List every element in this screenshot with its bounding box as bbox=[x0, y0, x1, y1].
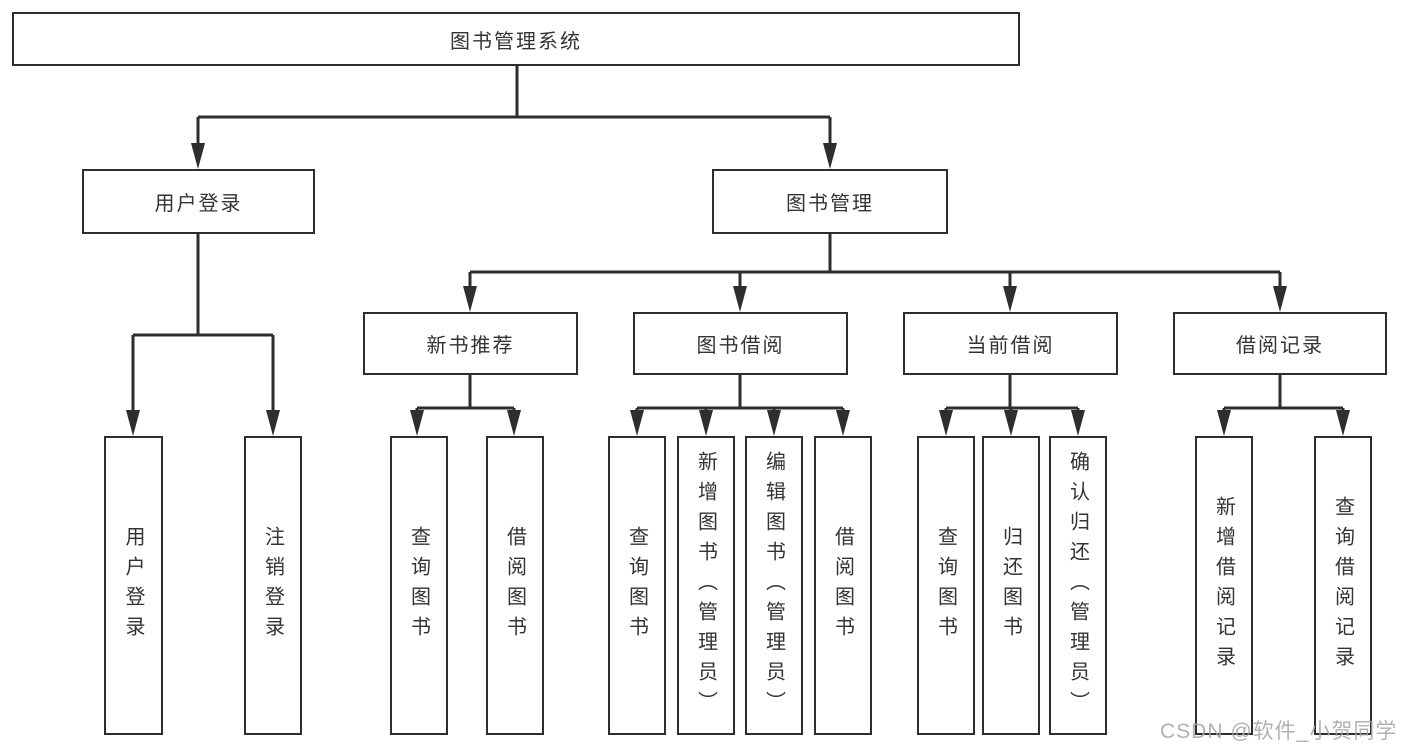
node-query-book: 查询图书 bbox=[917, 436, 975, 735]
node-new-book-recommend: 新书推荐 bbox=[363, 312, 578, 375]
node-user-login: 用户登录 bbox=[104, 436, 163, 735]
node-borrow-book: 借阅图书 bbox=[814, 436, 872, 735]
node-label: 归还图书 bbox=[999, 525, 1022, 646]
node-label: 确认归还（管理员） bbox=[1066, 450, 1089, 721]
node-label: 查询图书 bbox=[625, 525, 648, 646]
node-logout: 注销登录 bbox=[244, 436, 302, 735]
node-label: 查询图书 bbox=[407, 525, 430, 646]
node-label: 新增借阅记录 bbox=[1212, 495, 1235, 676]
node-current-borrowing: 当前借阅 bbox=[903, 312, 1118, 375]
node-root-system: 图书管理系统 bbox=[12, 12, 1020, 66]
node-borrow-book: 借阅图书 bbox=[486, 436, 544, 735]
node-book-borrowing: 图书借阅 bbox=[633, 312, 848, 375]
node-label: 注销登录 bbox=[261, 525, 284, 646]
node-label: 查询借阅记录 bbox=[1331, 495, 1354, 676]
node-borrow-records: 借阅记录 bbox=[1173, 312, 1387, 375]
node-label: 编辑图书（管理员） bbox=[762, 450, 785, 721]
node-query-borrow-record: 查询借阅记录 bbox=[1314, 436, 1372, 735]
node-edit-book-admin: 编辑图书（管理员） bbox=[745, 436, 803, 735]
node-return-book: 归还图书 bbox=[982, 436, 1040, 735]
node-label: 查询图书 bbox=[934, 525, 957, 646]
node-user-login-branch: 用户登录 bbox=[82, 169, 315, 234]
node-label: 新增图书（管理员） bbox=[694, 450, 717, 721]
node-confirm-return-admin: 确认归还（管理员） bbox=[1049, 436, 1107, 735]
node-query-book: 查询图书 bbox=[608, 436, 666, 735]
arrowheads bbox=[126, 143, 1350, 436]
node-label: 用户登录 bbox=[122, 525, 144, 646]
node-add-borrow-record: 新增借阅记录 bbox=[1195, 436, 1253, 735]
node-label: 借阅图书 bbox=[831, 525, 854, 646]
node-query-book: 查询图书 bbox=[390, 436, 448, 735]
node-label: 借阅图书 bbox=[503, 525, 526, 646]
node-book-management-branch: 图书管理 bbox=[712, 169, 948, 234]
node-add-book-admin: 新增图书（管理员） bbox=[677, 436, 735, 735]
watermark: CSDN @软件_小贺同学 bbox=[1160, 720, 1398, 743]
